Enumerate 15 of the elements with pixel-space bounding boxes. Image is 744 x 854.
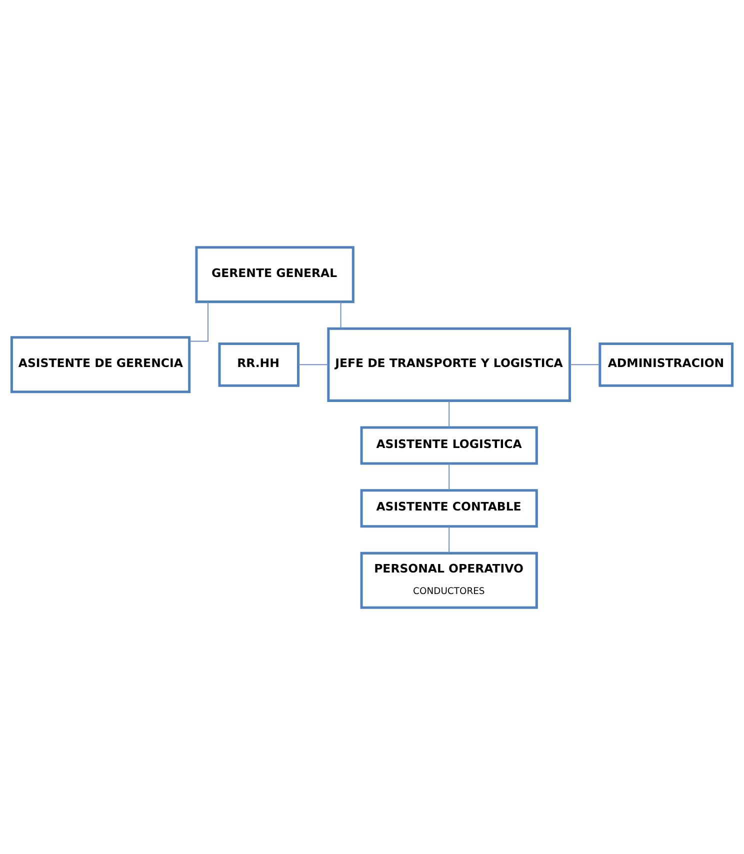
node-box: ASISTENTE CONTABLE	[360, 488, 538, 528]
node-box: GERENTE GENERAL	[195, 246, 354, 303]
connector	[448, 463, 450, 490]
connector	[448, 526, 450, 552]
connector	[298, 364, 328, 365]
node-box: RR.HH	[218, 342, 300, 386]
connector	[340, 301, 342, 328]
node-box: PERSONAL OPERATIVO CONDUCTORES	[360, 551, 538, 608]
node-box: ASISTENTE LOGISTICA	[360, 426, 538, 464]
node-box: ASISTENTE DE GERENCIA	[10, 336, 191, 393]
connector	[570, 364, 600, 365]
node-box: JEFE DE TRANSPORTE Y LOGISTICA	[327, 326, 571, 402]
connector	[448, 400, 450, 427]
connector	[190, 302, 208, 342]
node-box: ADMINISTRACION	[598, 342, 734, 386]
